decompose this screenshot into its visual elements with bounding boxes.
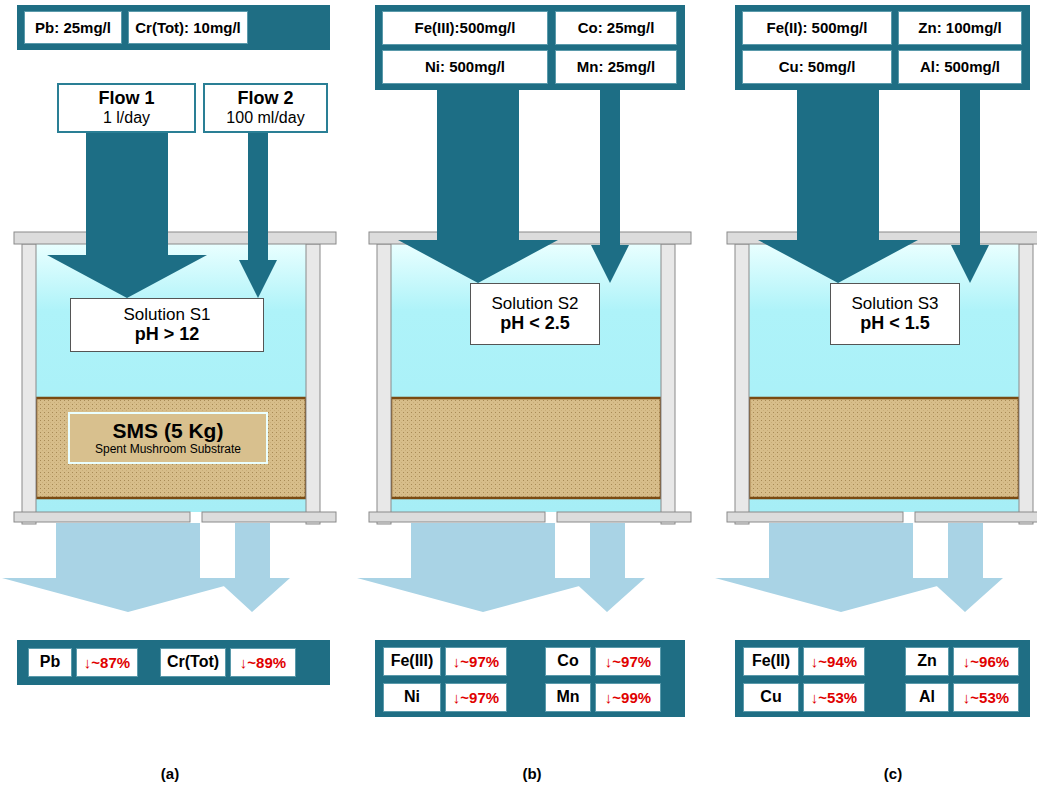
removal-box: ↓~94% <box>803 647 865 676</box>
removal-percent: ↓~94% <box>811 653 857 670</box>
concentration-box: Ni: 500mg/l <box>382 50 548 84</box>
metal-box: Pb <box>28 648 72 677</box>
removal-percent: ↓~53% <box>811 689 857 706</box>
info-band: Fe(III) ↓~97% Co ↓~97% Ni ↓~97% Mn ↓~99% <box>375 640 685 717</box>
solution-box: Solution S2pH < 2.5 <box>470 283 600 345</box>
metal-name: Fe(II) <box>752 652 790 670</box>
flow-arrow <box>591 90 629 283</box>
solution-name: Solution S1 <box>124 305 211 325</box>
concentration-label: Pb: 25mg/l <box>35 19 111 36</box>
removal-percent: ↓~97% <box>453 689 499 706</box>
concentration-label: Mn: 25mg/l <box>577 58 655 75</box>
solution-name: Solution S3 <box>852 294 939 314</box>
reactor-c <box>715 232 1037 612</box>
removal-box: ↓~53% <box>953 683 1019 712</box>
info-band: Fe(II) ↓~94% Zn ↓~96% Cu ↓~53% Al ↓~53% <box>735 640 1030 717</box>
removal-box: ↓~96% <box>953 647 1019 676</box>
solution-box: Solution S1pH > 12 <box>70 298 264 352</box>
removal-box: ↓~97% <box>445 683 507 712</box>
metal-name: Cr(Tot) <box>167 653 219 671</box>
metal-box: Fe(II) <box>743 647 799 676</box>
metal-box: Ni <box>383 683 441 712</box>
concentration-label: Cu: 50mg/l <box>779 58 856 75</box>
concentration-label: Cr(Tot): 10mg/l <box>135 19 241 36</box>
panel-caption: (b) <box>522 765 541 782</box>
ph-value: pH < 1.5 <box>860 313 930 334</box>
metal-box: Cr(Tot) <box>160 648 226 677</box>
metal-name: Zn <box>917 652 937 670</box>
concentration-label: Co: 25mg/l <box>578 19 655 36</box>
removal-percent: ↓~53% <box>963 689 1009 706</box>
ph-value: pH < 2.5 <box>500 313 570 334</box>
metal-name: Fe(III) <box>391 652 434 670</box>
flow-arrow <box>47 133 207 298</box>
concentration-label: Ni: 500mg/l <box>425 58 505 75</box>
concentration-label: Fe(III):500mg/l <box>415 19 516 36</box>
removal-percent: ↓~87% <box>84 654 130 671</box>
panel-caption: (c) <box>884 765 902 782</box>
flow-arrow <box>239 133 277 298</box>
removal-box: ↓~53% <box>803 683 865 712</box>
metal-box: Cu <box>743 683 799 712</box>
solution-box: Solution S3pH < 1.5 <box>830 283 960 345</box>
concentration-box: Zn: 100mg/l <box>898 11 1022 45</box>
reactor-a <box>2 232 336 612</box>
concentration-box: Cr(Tot): 10mg/l <box>128 11 248 44</box>
removal-percent: ↓~97% <box>605 653 651 670</box>
removal-box: ↓~87% <box>76 648 138 677</box>
metal-name: Co <box>557 652 578 670</box>
removal-box: ↓~89% <box>230 648 296 677</box>
flow-arrow <box>398 90 558 283</box>
concentration-box: Pb: 25mg/l <box>24 11 122 44</box>
metal-name: Mn <box>556 688 579 706</box>
flow-rate: 100 ml/day <box>226 109 304 127</box>
metal-name: Cu <box>760 688 781 706</box>
concentration-label: Fe(II): 500mg/l <box>767 19 868 36</box>
metal-box: Zn <box>905 647 949 676</box>
removal-box: ↓~97% <box>445 647 507 676</box>
flow-arrow <box>951 90 989 283</box>
info-band: Pb ↓~87% Cr(Tot) ↓~89% <box>17 640 330 685</box>
removal-percent: ↓~97% <box>453 653 499 670</box>
removal-box: ↓~97% <box>595 647 661 676</box>
info-band: Pb: 25mg/l Cr(Tot): 10mg/l <box>17 5 330 50</box>
metal-name: Al <box>919 688 935 706</box>
ph-value: pH > 12 <box>135 324 200 345</box>
solution-name: Solution S2 <box>492 294 579 314</box>
concentration-label: Al: 500mg/l <box>920 58 1000 75</box>
info-band: Fe(III):500mg/l Co: 25mg/lNi: 500mg/l Mn: … <box>375 5 685 90</box>
concentration-box: Co: 25mg/l <box>555 11 677 45</box>
metal-box: Mn <box>545 683 591 712</box>
concentration-box: Al: 500mg/l <box>898 50 1022 84</box>
flow-arrow <box>758 90 918 283</box>
concentration-label: Zn: 100mg/l <box>918 19 1001 36</box>
flow-rate: 1 l/day <box>103 109 150 127</box>
flow-name: Flow 2 <box>237 88 293 109</box>
removal-percent: ↓~89% <box>240 654 286 671</box>
removal-percent: ↓~96% <box>963 653 1009 670</box>
panel-caption: (a) <box>161 765 179 782</box>
substrate-box: SMS (5 Kg)Spent Mushroom Substrate <box>68 412 268 464</box>
flow-name: Flow 1 <box>98 88 154 109</box>
metal-box: Co <box>545 647 591 676</box>
concentration-box: Fe(II): 500mg/l <box>742 11 892 45</box>
substrate-name: SMS (5 Kg) <box>113 419 224 443</box>
removal-box: ↓~99% <box>595 683 661 712</box>
flow-box: Flow 2100 ml/day <box>203 83 328 133</box>
metal-box: Al <box>905 683 949 712</box>
info-band: Fe(II): 500mg/l Zn: 100mg/lCu: 50mg/l Al: … <box>735 5 1030 90</box>
metal-name: Ni <box>404 688 420 706</box>
substrate-description: Spent Mushroom Substrate <box>95 443 241 457</box>
metal-name: Pb <box>40 653 60 671</box>
flow-box: Flow 11 l/day <box>57 83 196 133</box>
concentration-box: Mn: 25mg/l <box>555 50 677 84</box>
reactor-b <box>357 232 691 612</box>
removal-percent: ↓~99% <box>605 689 651 706</box>
concentration-box: Cu: 50mg/l <box>742 50 892 84</box>
metal-box: Fe(III) <box>383 647 441 676</box>
concentration-box: Fe(III):500mg/l <box>382 11 548 45</box>
